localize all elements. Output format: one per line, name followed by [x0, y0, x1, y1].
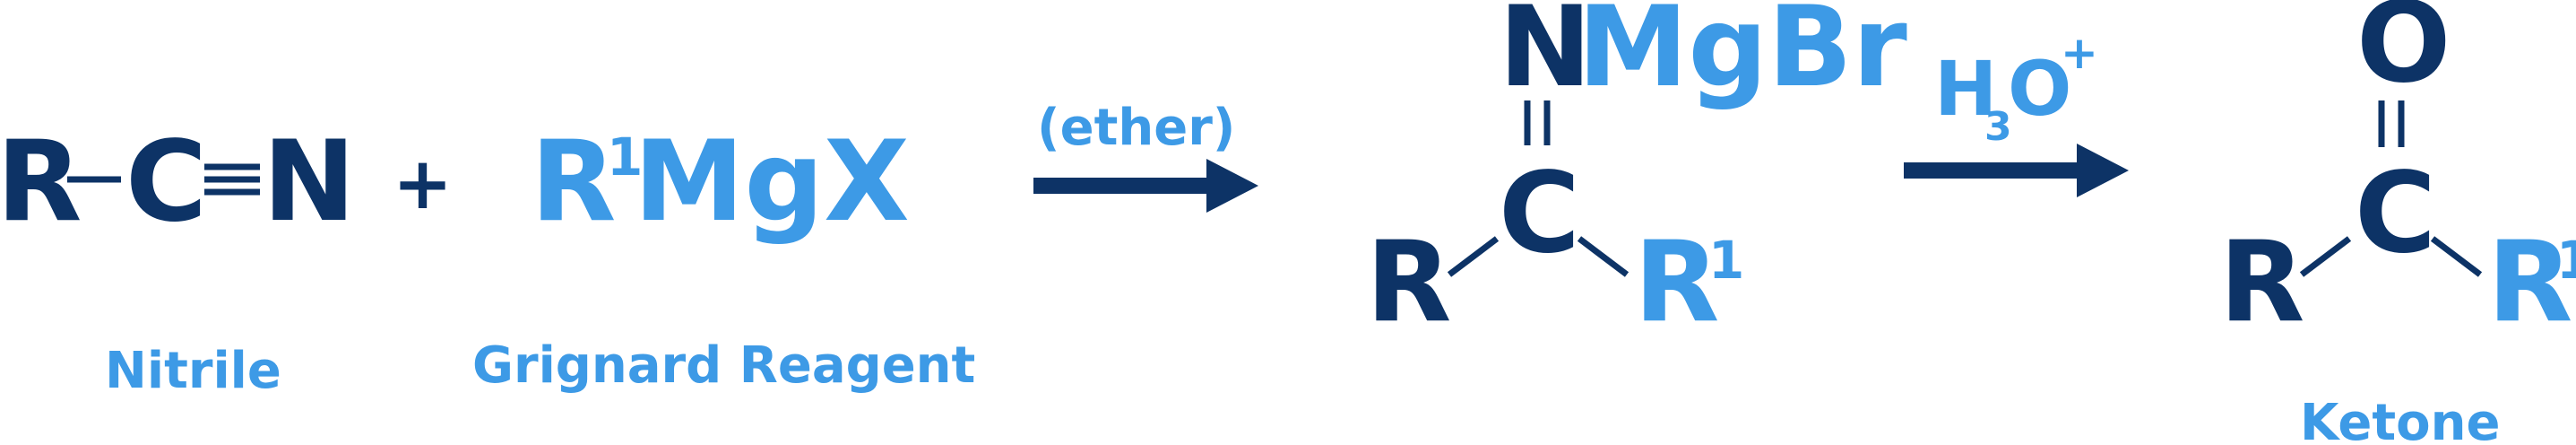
ketone-r1-superscript: 1 — [2556, 230, 2576, 291]
grignard-label: Grignard Reagent — [472, 336, 975, 395]
ketone-label: Ketone — [2300, 394, 2500, 445]
bond-c-r — [2299, 236, 2352, 277]
intermediate: N MgBr C R R 1 — [1366, 0, 1907, 347]
reagent-o: O — [2008, 45, 2071, 133]
intermediate-nitrogen: N — [1499, 0, 1592, 112]
ketone-r1-group: R — [2487, 218, 2572, 347]
nitrile-label: Nitrile — [105, 342, 281, 400]
reaction-arrow-2: H 3 O + — [1904, 27, 2129, 197]
intermediate-mgbr: MgBr — [1578, 0, 1907, 112]
nitrile-nitrogen: N — [263, 118, 356, 247]
ketone-carbon: C — [2355, 149, 2436, 278]
arrow-head — [1206, 159, 1258, 213]
grignard-superscript: 1 — [607, 127, 643, 188]
arrow-head — [2077, 144, 2129, 197]
arrow-shaft — [1904, 162, 2083, 179]
ketone-r-group: R — [2219, 218, 2304, 347]
grignard-r-group: R — [531, 118, 616, 247]
intermediate-r-group: R — [1366, 218, 1451, 347]
grignard-mgx: MgX — [634, 118, 910, 247]
intermediate-r1-group: R — [1634, 218, 1719, 347]
reagent-h: H — [1934, 45, 1997, 133]
intermediate-r1-superscript: 1 — [1708, 230, 1744, 291]
nitrile: R C N Nitrile — [0, 118, 356, 400]
bond-c-r1 — [1577, 236, 1629, 277]
plus-sign: + — [393, 142, 453, 225]
double-bond-cn — [1524, 100, 1551, 145]
ether-label: (ether) — [1037, 99, 1235, 157]
ketone-oxygen: O — [2356, 0, 2451, 108]
ketone: O C R R 1 Ketone — [2219, 0, 2576, 445]
bond-c-r1 — [2430, 236, 2483, 277]
intermediate-carbon: C — [1499, 149, 1580, 278]
double-bond-co — [2378, 100, 2405, 147]
grignard-reagent: R 1 MgX Grignard Reagent — [472, 118, 975, 395]
reagent-subscript: 3 — [1984, 104, 2012, 150]
reaction-arrow-1: (ether) — [1033, 99, 1258, 213]
reagent-charge: + — [2061, 27, 2098, 79]
arrow-shaft — [1033, 178, 1213, 194]
triple-bond — [204, 163, 260, 196]
bond-c-r — [1447, 236, 1500, 277]
nitrile-carbon: C — [125, 118, 207, 247]
